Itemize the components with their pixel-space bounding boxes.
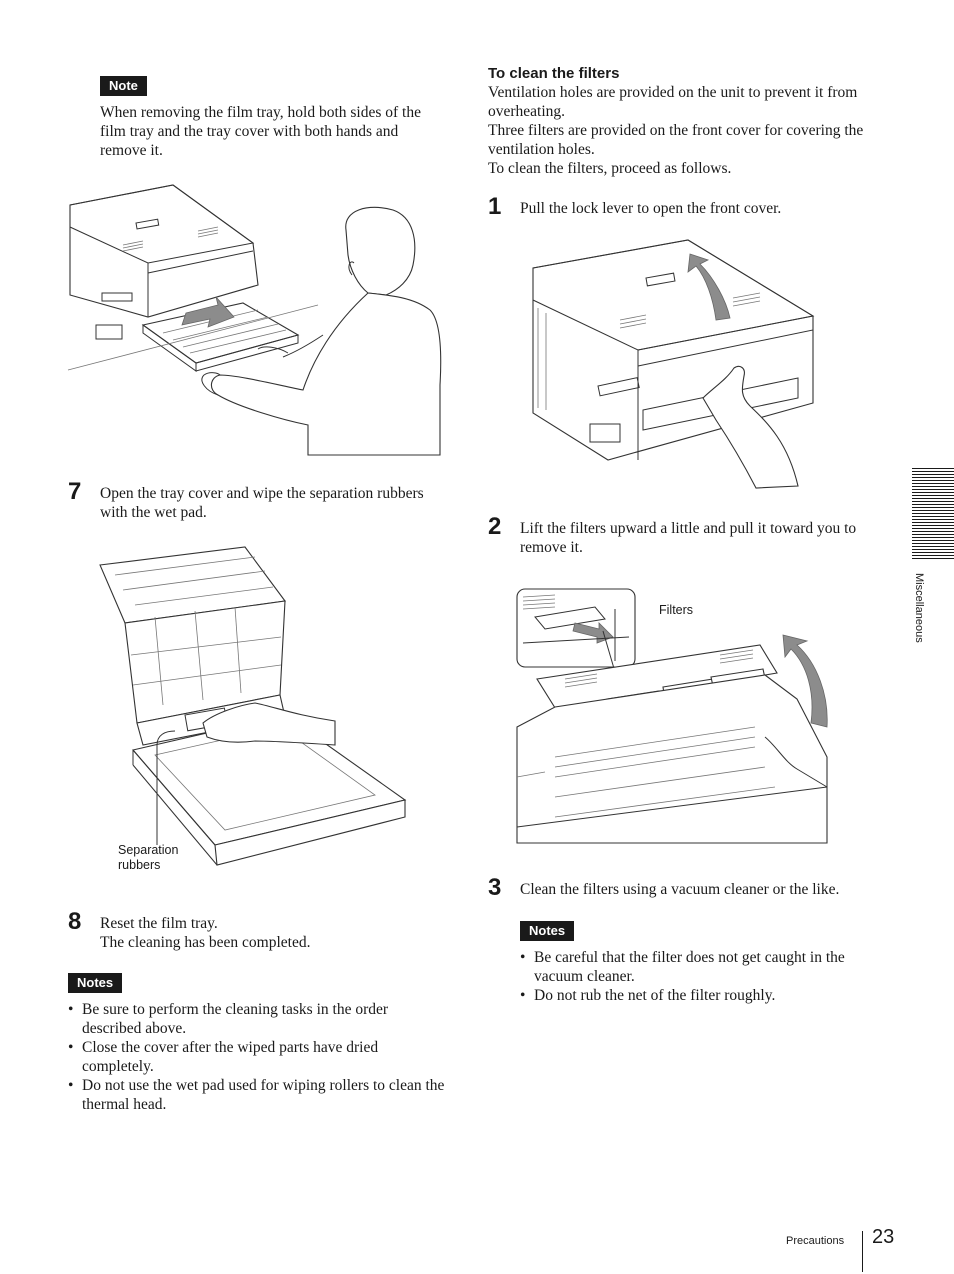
illustration-open-tray-cover bbox=[99, 546, 407, 866]
step3-text: Clean the filters using a vacuum cleaner… bbox=[520, 881, 840, 898]
list-item: Close the cover after the wiped parts ha… bbox=[68, 1038, 446, 1076]
notes-list-left: Be sure to perform the cleaning tasks in… bbox=[68, 1000, 446, 1114]
step1-text: Pull the lock lever to open the front co… bbox=[520, 200, 782, 217]
step7-number: 7 bbox=[68, 478, 82, 505]
step8-text: Reset the film tray. The cleaning has be… bbox=[100, 914, 445, 952]
notes-list-right: Be careful that the filter does not get … bbox=[520, 948, 866, 1005]
step7-text: Open the tray cover and wipe the separat… bbox=[100, 485, 424, 521]
filters-label: Filters bbox=[659, 603, 694, 617]
step8-number: 8 bbox=[68, 908, 82, 935]
side-tab-label: Miscellaneous bbox=[913, 573, 925, 643]
intro-paragraph: To clean the filters, proceed as follows… bbox=[488, 160, 732, 177]
illustration-lift-filters bbox=[516, 588, 828, 844]
list-item: Be sure to perform the cleaning tasks in… bbox=[68, 1000, 446, 1038]
intro-paragraph: Three filters are provided on the front … bbox=[488, 122, 864, 158]
notes-badge-right: Notes bbox=[520, 921, 575, 941]
separation-rubbers-label: Separation rubbers bbox=[118, 843, 178, 873]
note-text: When removing the film tray, hold both s… bbox=[100, 104, 421, 159]
section-heading: To clean the filters bbox=[488, 65, 620, 82]
notes-badge-left: Notes bbox=[68, 973, 123, 993]
illustration-open-front-cover bbox=[532, 239, 815, 489]
separation-label-line2: rubbers bbox=[118, 858, 161, 872]
separation-label-line1: Separation bbox=[118, 843, 179, 857]
step8-line1: Reset the film tray. bbox=[100, 915, 218, 932]
page-number: 23 bbox=[872, 1226, 895, 1248]
step8-line2: The cleaning has been completed. bbox=[100, 934, 311, 951]
illustration-remove-film-tray bbox=[67, 184, 442, 456]
list-item: Be careful that the filter does not get … bbox=[520, 948, 866, 986]
step2-number: 2 bbox=[488, 513, 502, 540]
step1-number: 1 bbox=[488, 193, 502, 220]
intro-paragraph: Ventilation holes are provided on the un… bbox=[488, 84, 858, 120]
list-item: Do not use the wet pad used for wiping r… bbox=[68, 1076, 446, 1114]
note-badge: Note bbox=[100, 76, 147, 96]
list-item: Do not rub the net of the filter roughly… bbox=[520, 986, 866, 1005]
side-tab-bar bbox=[912, 468, 954, 560]
intro-text: Ventilation holes are provided on the un… bbox=[488, 83, 866, 178]
footer-section: Precautions bbox=[786, 1235, 845, 1247]
footer-divider bbox=[862, 1231, 863, 1272]
step2-text: Lift the filters upward a little and pul… bbox=[520, 520, 857, 556]
step3-number: 3 bbox=[488, 874, 502, 901]
